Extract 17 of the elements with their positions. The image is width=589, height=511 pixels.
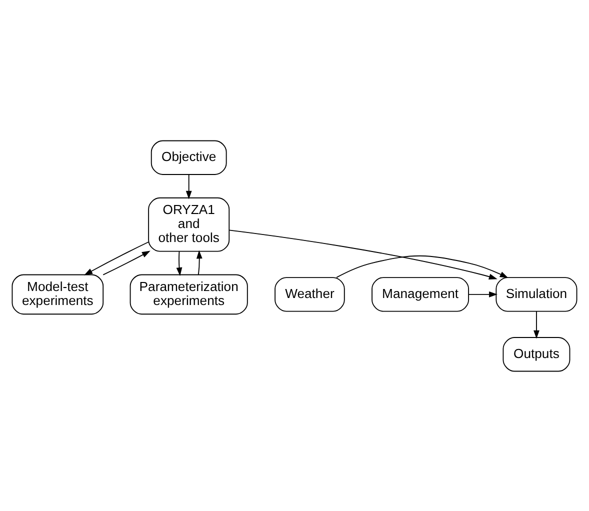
node-box: Parameterization experiments <box>130 274 248 314</box>
node-box: Simulation <box>496 276 578 312</box>
node-box: Weather <box>274 276 345 312</box>
node-box: Outputs <box>502 336 570 372</box>
arrow <box>102 250 150 275</box>
arrow <box>84 241 149 275</box>
arrow <box>196 250 202 275</box>
node-box: Model-test experiments <box>12 274 104 314</box>
arrow <box>336 254 508 278</box>
arrow <box>534 310 540 338</box>
arrow <box>176 250 182 276</box>
arrow <box>228 229 498 280</box>
arrow <box>468 290 498 297</box>
arrow <box>186 174 192 199</box>
node-box: Management <box>372 276 470 312</box>
node-box: ORYZA1 and other tools <box>148 196 230 252</box>
node-box: Objective <box>150 140 227 174</box>
